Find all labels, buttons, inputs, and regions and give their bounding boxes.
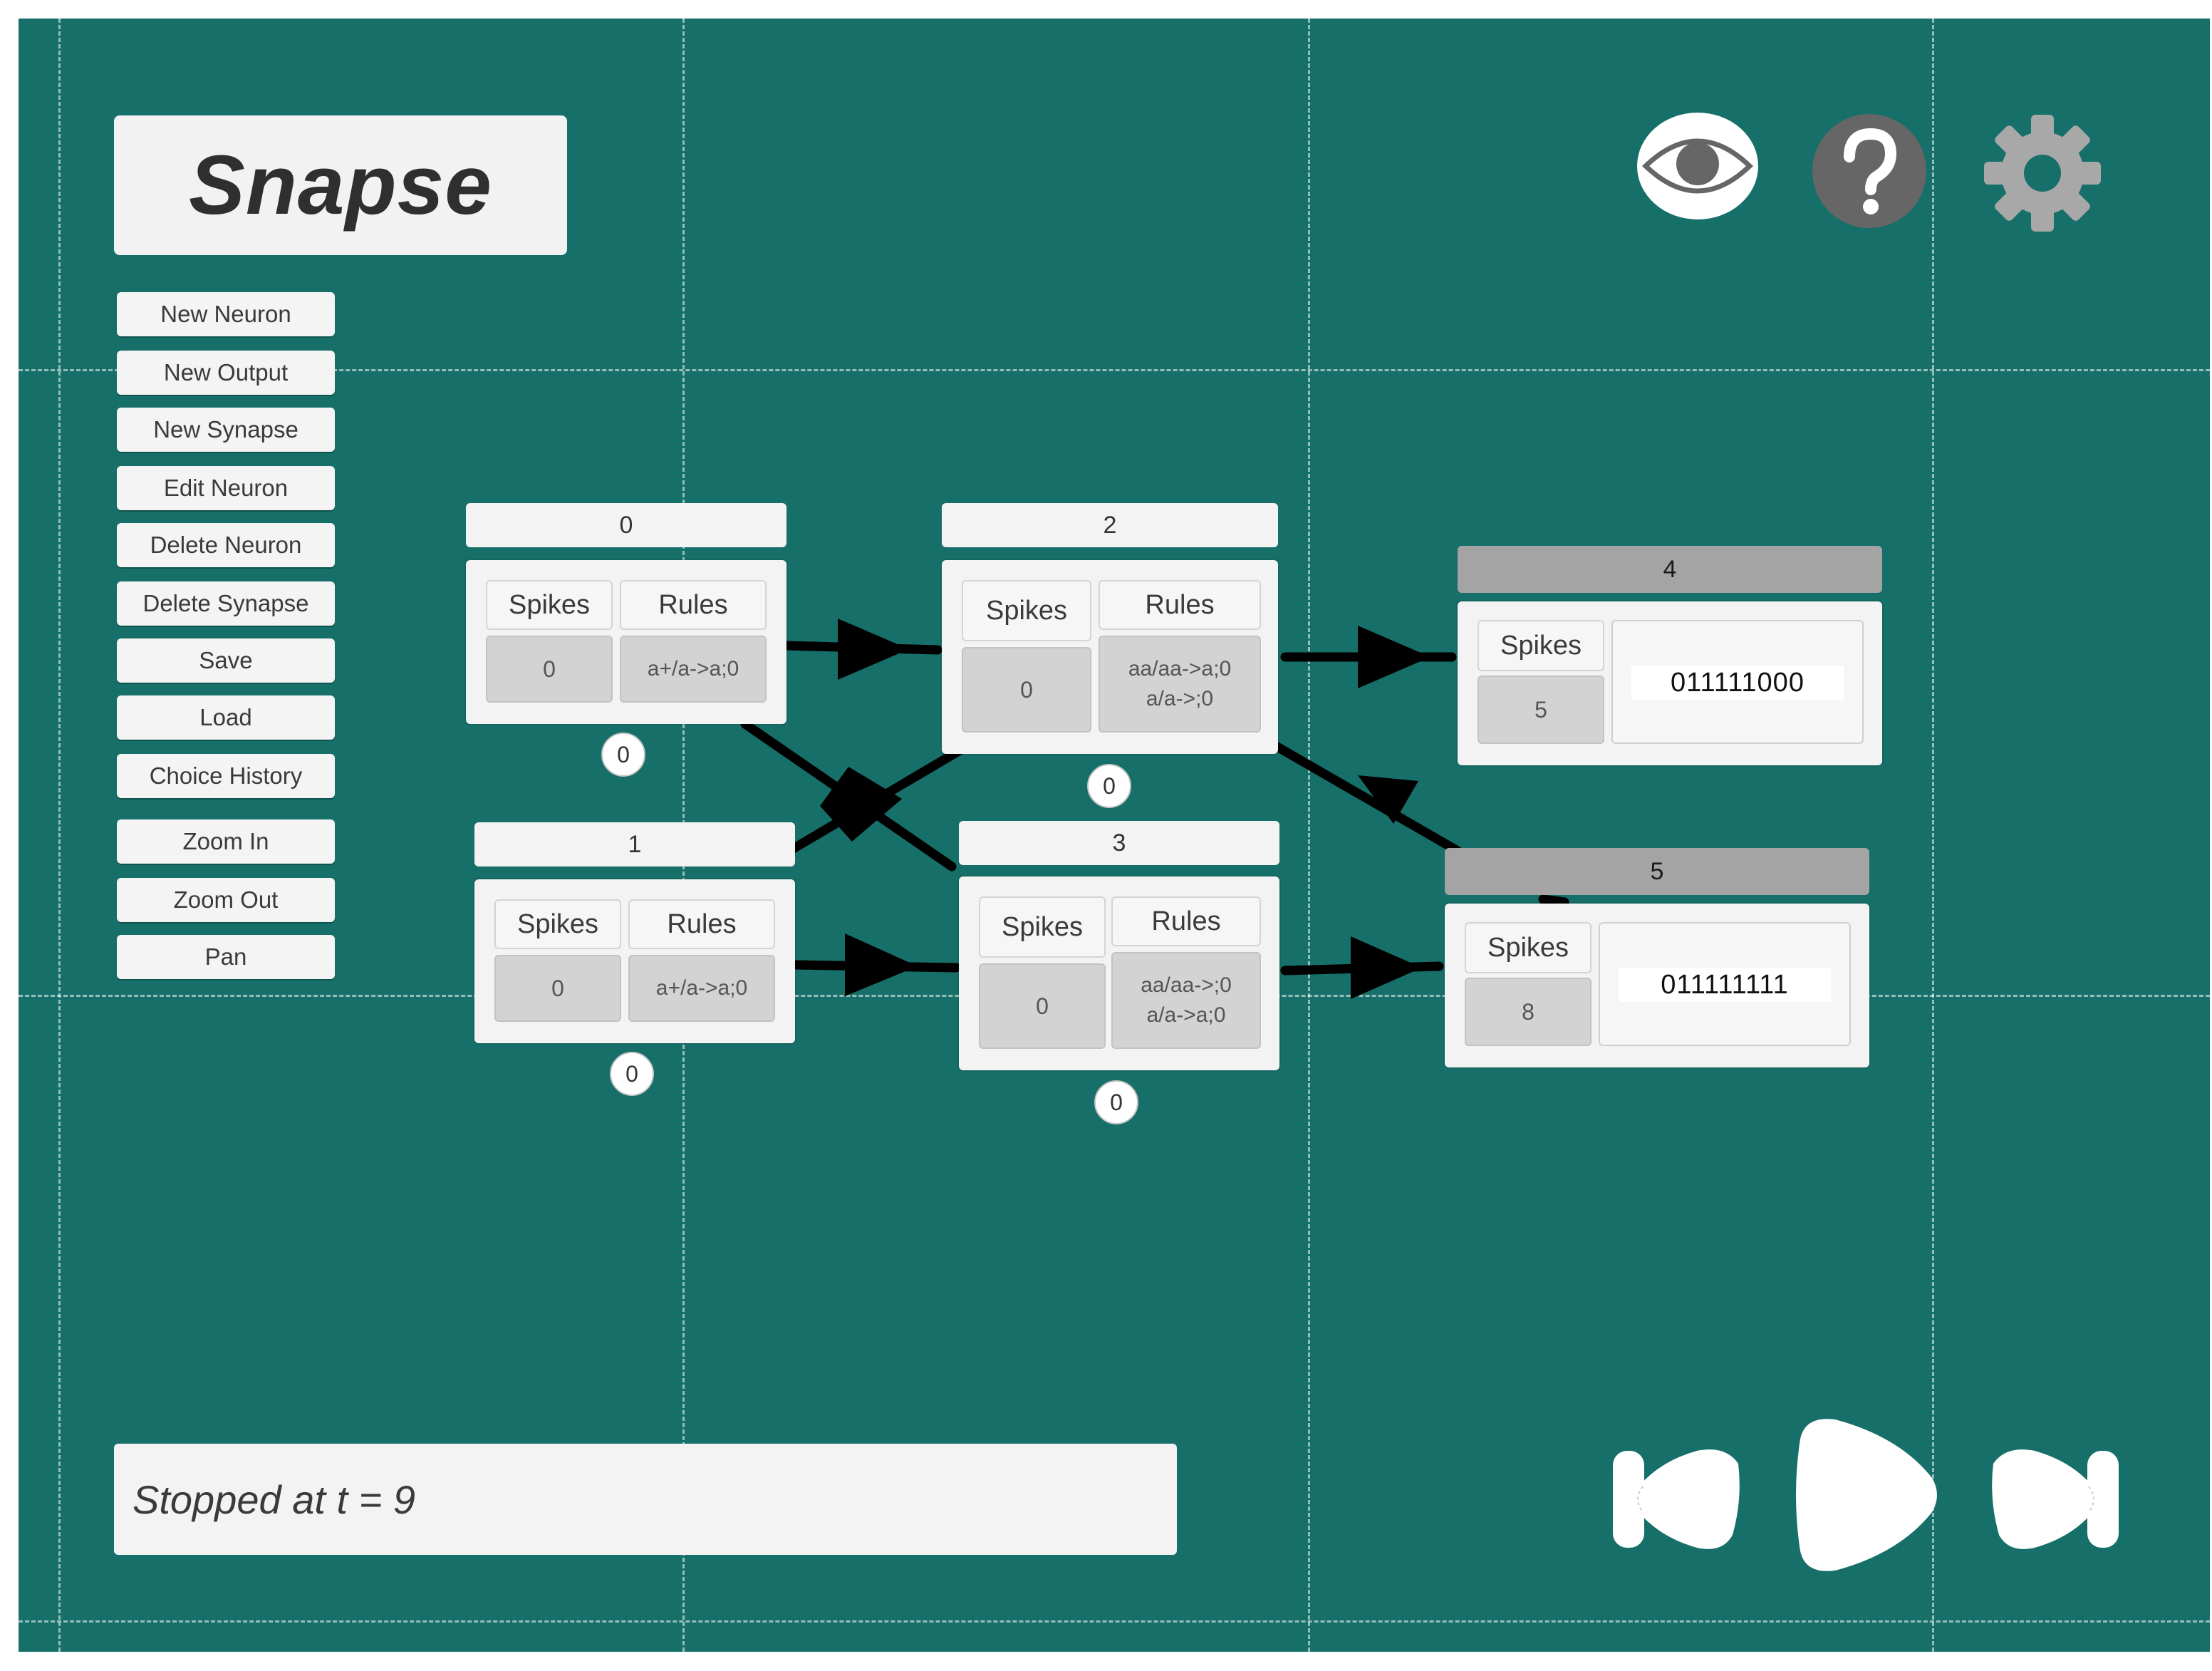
zoom-out-button[interactable]: Zoom Out — [117, 878, 335, 922]
eye-icon[interactable] — [1637, 113, 1758, 219]
pan-button[interactable]: Pan — [117, 935, 335, 979]
delay-indicator: 0 — [601, 733, 645, 777]
skip-back-icon[interactable] — [1611, 1445, 1743, 1553]
neuron-0[interactable]: Spikes Rules 0 a+/a->a;0 — [466, 560, 786, 724]
save-button[interactable]: Save — [117, 638, 335, 683]
zoom-in-button[interactable]: Zoom In — [117, 819, 335, 864]
spike-count: 8 — [1465, 978, 1592, 1046]
grid-line — [19, 1620, 2210, 1623]
output-bitstring: 011111111 — [1619, 968, 1831, 1002]
grid-line — [1308, 19, 1310, 1652]
neuron-3-label[interactable]: 3 — [959, 821, 1279, 865]
gear-icon[interactable] — [1982, 113, 2103, 234]
rule-list: a+/a->a;0 — [620, 636, 767, 703]
skip-forward-icon[interactable] — [1989, 1445, 2120, 1553]
output-5-label[interactable]: 5 — [1445, 848, 1869, 895]
delete-synapse-button[interactable]: Delete Synapse — [117, 581, 335, 626]
spike-count: 5 — [1478, 676, 1604, 744]
grid-line — [1932, 19, 1934, 1652]
new-neuron-button[interactable]: New Neuron — [117, 292, 335, 336]
rule: a+/a->a;0 — [647, 657, 739, 681]
rules-header: Rules — [1099, 580, 1261, 630]
spike-count: 0 — [979, 963, 1106, 1049]
synapse-arrowhead — [1351, 936, 1422, 999]
synapse-layer — [740, 619, 1569, 999]
spike-count: 0 — [962, 647, 1091, 733]
output-neuron-5[interactable]: Spikes 8 011111111 — [1445, 904, 1869, 1067]
question-mark-icon[interactable] — [1811, 113, 1928, 229]
grid-line — [19, 369, 2210, 371]
synapse-crossing — [820, 767, 902, 842]
status-text: Stopped at t = 9 — [133, 1476, 415, 1522]
synapse-2-to-5-tail — [1538, 894, 1569, 907]
spike-count: 0 — [486, 636, 613, 703]
spikes-header: Spikes — [494, 899, 621, 949]
rule: a/a->a;0 — [1146, 1003, 1226, 1027]
synapse-arrowhead — [1358, 775, 1418, 824]
synapse-arrowhead — [845, 933, 918, 996]
play-icon[interactable] — [1792, 1415, 1941, 1575]
new-synapse-button[interactable]: New Synapse — [117, 408, 335, 452]
rule: aa/aa->a;0 — [1128, 657, 1232, 681]
delay-indicator: 0 — [610, 1052, 654, 1096]
neuron-3[interactable]: Spikes Rules 0 aa/aa->;0 a/a->a;0 — [959, 876, 1279, 1070]
rule-list: aa/aa->a;0 a/a->;0 — [1099, 636, 1261, 733]
delete-neuron-button[interactable]: Delete Neuron — [117, 523, 335, 567]
load-button[interactable]: Load — [117, 695, 335, 740]
edit-neuron-button[interactable]: Edit Neuron — [117, 466, 335, 510]
rule: a+/a->a;0 — [655, 976, 748, 1000]
rule-list: aa/aa->;0 a/a->a;0 — [1111, 952, 1261, 1049]
snapse-canvas[interactable]: Snapse New Neuron New Output New Synapse… — [19, 19, 2210, 1652]
rules-header: Rules — [628, 899, 775, 949]
rule-list: a+/a->a;0 — [628, 955, 775, 1022]
output-bitstring: 011111000 — [1631, 666, 1844, 700]
synapse-arrowhead — [838, 619, 909, 680]
app-title: Snapse — [189, 138, 492, 232]
synapse-arrowhead — [1358, 626, 1430, 688]
new-output-button[interactable]: New Output — [117, 351, 335, 395]
rule: a/a->;0 — [1146, 687, 1214, 710]
choice-history-button[interactable]: Choice History — [117, 754, 335, 798]
neuron-1-label[interactable]: 1 — [474, 822, 795, 866]
spikes-header: Spikes — [486, 580, 613, 630]
spike-count: 0 — [494, 955, 621, 1022]
delay-indicator: 0 — [1087, 764, 1131, 808]
spikes-header: Spikes — [1465, 922, 1592, 973]
spikes-header: Spikes — [979, 896, 1106, 958]
rules-header: Rules — [620, 580, 767, 630]
synapse-2-to-5[interactable] — [1267, 739, 1463, 856]
output-neuron-4[interactable]: Spikes 5 011111000 — [1458, 601, 1882, 765]
app-title-panel: Snapse — [114, 115, 567, 255]
spikes-header: Spikes — [1478, 620, 1604, 671]
delay-indicator: 0 — [1094, 1080, 1138, 1124]
output-4-label[interactable]: 4 — [1458, 546, 1882, 593]
status-bar: Stopped at t = 9 — [114, 1444, 1177, 1555]
grid-line — [58, 19, 61, 1652]
rules-header: Rules — [1111, 896, 1261, 946]
neuron-2-label[interactable]: 2 — [942, 503, 1278, 547]
neuron-2[interactable]: Spikes Rules 0 aa/aa->a;0 a/a->;0 — [942, 560, 1278, 754]
rule: aa/aa->;0 — [1141, 973, 1232, 997]
neuron-0-label[interactable]: 0 — [466, 503, 786, 547]
neuron-1[interactable]: Spikes Rules 0 a+/a->a;0 — [474, 879, 795, 1043]
spikes-header: Spikes — [962, 580, 1091, 641]
